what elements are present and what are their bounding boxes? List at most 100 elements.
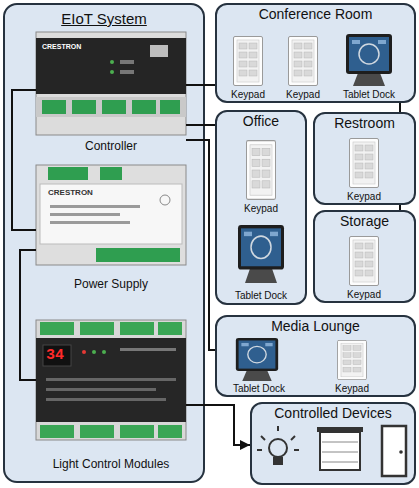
- face-marking: [46, 398, 166, 401]
- shade-fold: [322, 442, 358, 443]
- device-item: Keypad: [342, 135, 386, 203]
- device-face: [40, 184, 182, 244]
- device-item: Tablet Dock: [334, 30, 404, 101]
- panel-title: EIoT System: [5, 10, 203, 27]
- device-module: Controller: [36, 30, 186, 155]
- room-box: Media LoungeTablet Dock Keypad: [215, 315, 416, 397]
- face-marking: [46, 388, 156, 391]
- device-item: Keypad: [281, 33, 325, 101]
- device-caption: Tablet Dock: [222, 290, 300, 302]
- device-item: Tablet Dock: [222, 335, 296, 395]
- terminal-block: [42, 100, 66, 114]
- terminal-block: [120, 425, 154, 438]
- face-marking: [120, 70, 134, 74]
- door-icon: [382, 426, 406, 476]
- keypad-symbol: [247, 141, 276, 200]
- bus-wire: [186, 405, 250, 445]
- terminal-block: [80, 322, 114, 335]
- room-title: Restroom: [315, 115, 414, 131]
- tablet-dock-symbol: [346, 34, 392, 86]
- face-marking: [50, 205, 140, 208]
- terminal-block: [40, 425, 74, 438]
- room-box: Conference RoomKeypad Keypad Tablet Dock: [215, 3, 416, 103]
- device-caption: Keypad: [342, 191, 386, 203]
- terminal-block: [80, 425, 114, 438]
- face-marking: [46, 378, 176, 381]
- bus-wire: [399, 103, 401, 112]
- device-caption: Keypad: [226, 89, 270, 101]
- status-led: [82, 350, 86, 354]
- light-bulb-icon: [257, 426, 299, 465]
- room-title: Controlled Devices: [252, 405, 414, 421]
- device-caption: Keypad: [330, 383, 374, 395]
- digit-display: [43, 345, 71, 366]
- device-housing: [36, 165, 186, 265]
- certification-mark: [160, 195, 170, 205]
- power-supply-device: [36, 165, 186, 265]
- device-caption: Light Control Modules: [36, 458, 186, 472]
- bulb-ray: [257, 449, 262, 451]
- terminal-block: [160, 100, 180, 114]
- bulb-glass: [269, 439, 287, 457]
- status-led: [102, 350, 106, 354]
- door-panel: [382, 426, 406, 476]
- device-caption: Controller: [36, 140, 186, 154]
- controller-device: [36, 32, 186, 135]
- bus-wire: [12, 90, 36, 230]
- device-module: Power Supply: [36, 163, 186, 293]
- bulb-ray: [291, 436, 295, 440]
- bus-wire: [186, 84, 215, 86]
- face-marking: [50, 213, 120, 216]
- device-item: Keypad: [330, 337, 374, 395]
- keypad-symbol: [234, 37, 263, 86]
- face-marking: [50, 221, 130, 224]
- device-caption: Tablet Dock: [222, 383, 296, 395]
- shade-fold: [322, 452, 358, 453]
- device-item: Keypad: [226, 33, 270, 101]
- keypad-symbol: [350, 139, 379, 188]
- room-box: RestroomKeypad: [313, 112, 416, 205]
- light-control-module-device: [36, 320, 186, 440]
- tablet-dock-symbol: [238, 225, 284, 283]
- keypad-symbol: [350, 237, 379, 286]
- room-box: OfficeKeypadTablet Dock: [215, 110, 307, 305]
- device-housing: [36, 32, 186, 135]
- terminal-strip: [36, 97, 186, 117]
- device-housing: [36, 320, 186, 440]
- keypad-symbol: [289, 37, 318, 86]
- system-panel: EIoT SystemControllerPower SupplyLight C…: [3, 3, 205, 483]
- terminal-block: [48, 167, 88, 180]
- room-title: Office: [217, 113, 305, 129]
- bulb-base: [273, 457, 283, 465]
- shade-fold: [322, 462, 358, 463]
- terminal-block: [158, 425, 182, 438]
- terminal-block: [40, 322, 74, 335]
- bulb-ray: [261, 436, 265, 440]
- device-face: [36, 38, 186, 94]
- tablet-dock-symbol: [236, 338, 278, 381]
- room-title: Media Lounge: [217, 318, 414, 334]
- bus-wire: [20, 250, 36, 380]
- bus-wire: [186, 124, 215, 126]
- usb-port: [150, 45, 168, 57]
- terminal-block: [72, 100, 96, 114]
- device-module: Light Control Modules: [36, 318, 186, 473]
- face-marking: [120, 60, 134, 64]
- room-title: Storage: [315, 213, 414, 229]
- shade-headrail: [317, 427, 363, 432]
- terminal-block: [96, 248, 180, 262]
- bus-wire: [186, 140, 215, 350]
- room-box: StorageKeypad: [313, 210, 416, 303]
- terminal-block: [100, 167, 122, 180]
- terminal-block: [158, 322, 182, 335]
- room-title: Conference Room: [217, 6, 414, 22]
- bulb-ray: [294, 449, 299, 451]
- window-shade-icon: [317, 427, 363, 470]
- device-item: Keypad: [239, 135, 283, 215]
- bulb-ray: [277, 426, 279, 431]
- device-caption: Keypad: [281, 89, 325, 101]
- status-led: [92, 350, 96, 354]
- device-caption: Keypad: [342, 289, 386, 301]
